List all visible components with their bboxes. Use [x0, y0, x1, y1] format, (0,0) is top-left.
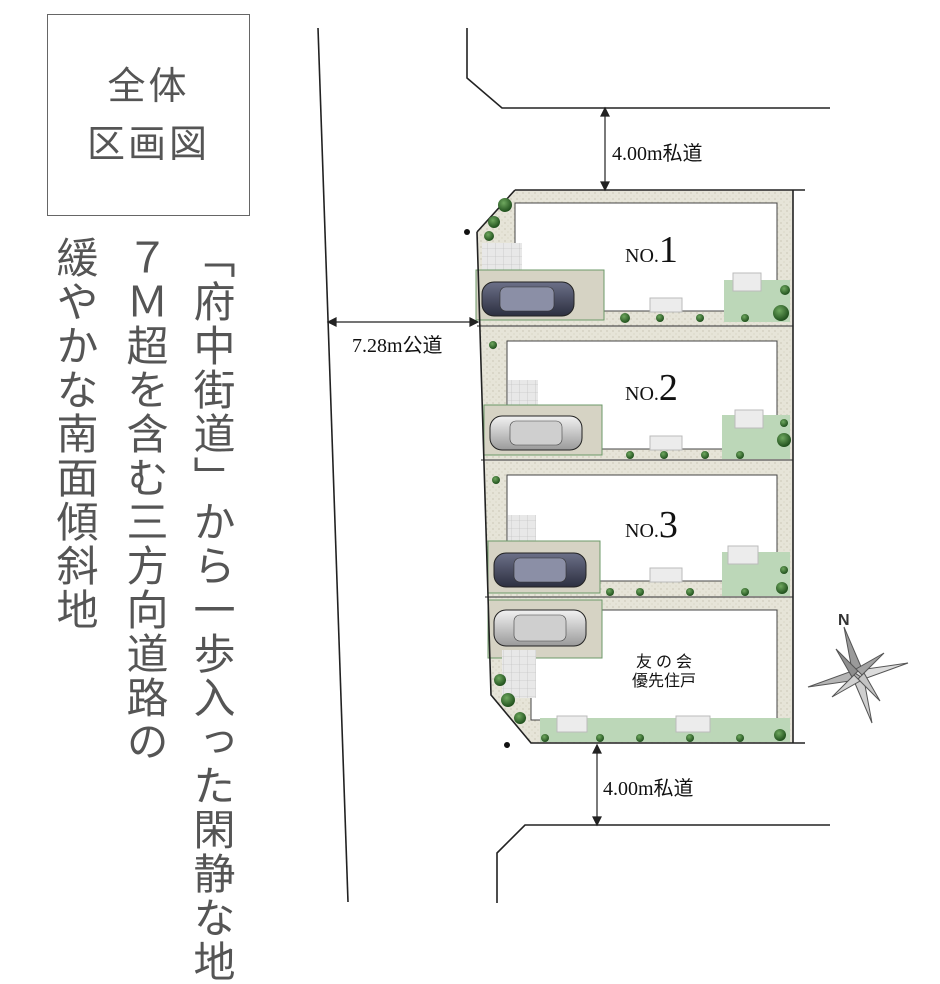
lot-4-line2: 優先住戸 [632, 672, 696, 690]
title-line2: 区画図 [86, 122, 210, 166]
dim-top [600, 106, 610, 192]
dim-left [326, 317, 480, 327]
title-box: 全体 区画図 [47, 14, 250, 216]
lot-4-line1: 友の会 [636, 653, 696, 671]
site-outline [476, 189, 805, 744]
tagline-col3: 緩やかな南面傾斜地 [50, 236, 99, 632]
top-road-edge [466, 28, 830, 109]
top-road-label: 4.00m私道 [612, 142, 703, 165]
bottom-road-edge [496, 824, 830, 903]
dim-bottom [592, 743, 602, 827]
lot-1-label: NO.1 [625, 229, 678, 271]
car-lot-1 [481, 281, 575, 317]
tagline-col2: ７Ｍ超を含む三方向道路の [120, 236, 169, 764]
compass-n-label: N [838, 612, 850, 629]
lot-2-label: NO.2 [625, 367, 678, 409]
trees [484, 198, 791, 742]
tagline-col1: 「府中街道」から一歩入った閑静な地 [187, 236, 236, 984]
title-line1: 全体 [107, 64, 190, 108]
corner-dot-bottom [504, 742, 510, 748]
car-lot-4 [493, 609, 587, 647]
bottom-road-label: 4.00m私道 [603, 777, 694, 800]
corner-dot-top [464, 229, 470, 235]
site-plan: 4.00m私道 4.00m私道 7.28m公道 NO.1 NO.2 NO.3 友… [317, 27, 909, 903]
lot-3-label: NO.3 [625, 504, 678, 546]
public-road-edge [317, 27, 349, 903]
car-lot-2 [489, 415, 583, 451]
public-road-label: 7.28m公道 [352, 334, 443, 357]
car-lot-3 [493, 552, 587, 588]
compass-icon: N [807, 612, 909, 724]
